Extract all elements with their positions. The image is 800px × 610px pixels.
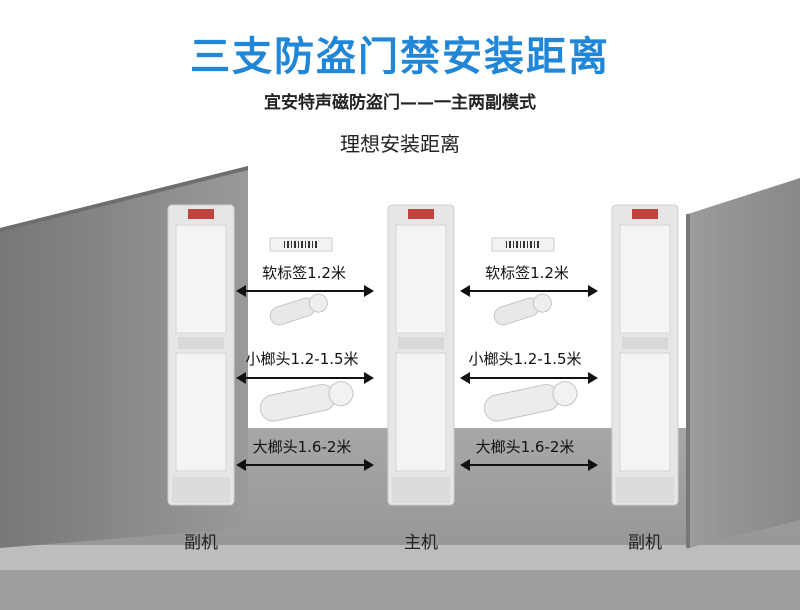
gate-label-right: 副机: [628, 533, 662, 553]
gate-label-center: 主机: [404, 533, 438, 553]
gate-center: [387, 204, 455, 506]
large-hard-tag-arrow-left: [236, 459, 374, 471]
page-subtitle: 宜安特声磁防盗门——一主两副模式: [264, 93, 536, 113]
soft-tag-arrow-right: [460, 285, 598, 297]
floor-front: [0, 545, 800, 570]
right-wall: [688, 178, 800, 548]
small-hard-tag-distance-right: 小榔头1.2-1.5米: [468, 350, 582, 368]
soft-tag-distance-right: 软标签1.2米: [485, 264, 569, 282]
small-hard-tag-icon-right: [493, 293, 552, 326]
soft-tag-icon-right: [491, 237, 555, 252]
soft-tag-arrow-left: [236, 285, 374, 297]
gate-right: [611, 204, 679, 506]
small-hard-tag-arrow-right: [460, 372, 598, 384]
page-title: 三支防盗门禁安装距离: [190, 34, 610, 80]
small-hard-tag-arrow-left: [236, 372, 374, 384]
large-hard-tag-distance-left: 大榔头1.6-2米: [252, 438, 352, 456]
ideal-distance-heading: 理想安装距离: [340, 132, 460, 156]
small-hard-tag-icon-left: [269, 293, 328, 326]
large-hard-tag-icon-left: [259, 381, 354, 422]
large-hard-tag-icon-right: [483, 381, 578, 422]
soft-tag-icon-left: [269, 237, 333, 252]
large-hard-tag-distance-right: 大榔头1.6-2米: [475, 438, 575, 456]
gate-label-left: 副机: [184, 533, 218, 553]
gate-left: [167, 204, 235, 506]
soft-tag-distance-left: 软标签1.2米: [262, 264, 346, 282]
large-hard-tag-arrow-right: [460, 459, 598, 471]
small-hard-tag-distance-left: 小榔头1.2-1.5米: [245, 350, 359, 368]
